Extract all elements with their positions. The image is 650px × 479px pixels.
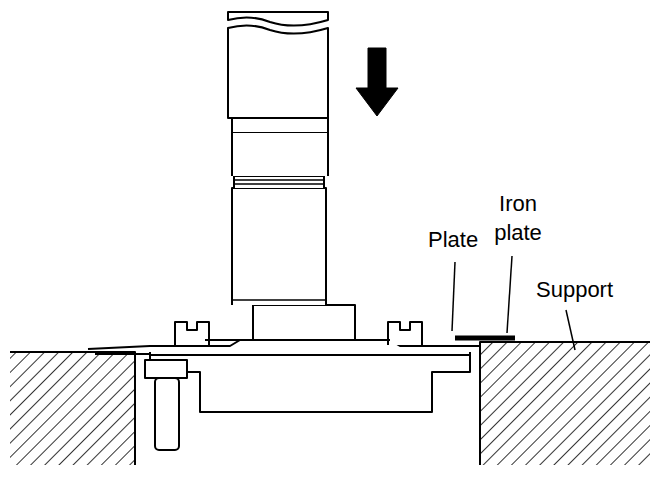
- housing: [150, 352, 470, 412]
- shaft-top: [228, 25, 328, 118]
- shaft-grooves: [234, 176, 324, 184]
- support-right-edge: [480, 342, 650, 465]
- plate-edge: [95, 353, 150, 355]
- shaft-line: [232, 299, 326, 301]
- clip-right: [388, 322, 422, 345]
- iron-plate: [455, 336, 515, 341]
- shaft-neck: [234, 176, 324, 188]
- housing-top: [150, 354, 470, 356]
- part-label: Plate: [428, 226, 478, 255]
- clip-left: [175, 322, 209, 345]
- shaft-break: [228, 12, 328, 26]
- leader-support: [566, 310, 575, 350]
- part-label: Iron plate: [482, 190, 554, 247]
- bolt-shank: [155, 378, 179, 450]
- leader-iron-plate: [507, 256, 512, 333]
- part-label: Support: [536, 276, 613, 305]
- support-left: [10, 352, 135, 465]
- support-right: [480, 342, 650, 465]
- shaft-collar: [232, 132, 328, 176]
- press-arrow: [356, 48, 398, 116]
- shaft-body: [232, 188, 326, 305]
- leader-plate: [452, 262, 455, 331]
- support-left-edge: [10, 352, 135, 465]
- bolt-head: [145, 360, 187, 378]
- shaft-ring: [232, 118, 328, 132]
- shaft-base: [253, 305, 355, 340]
